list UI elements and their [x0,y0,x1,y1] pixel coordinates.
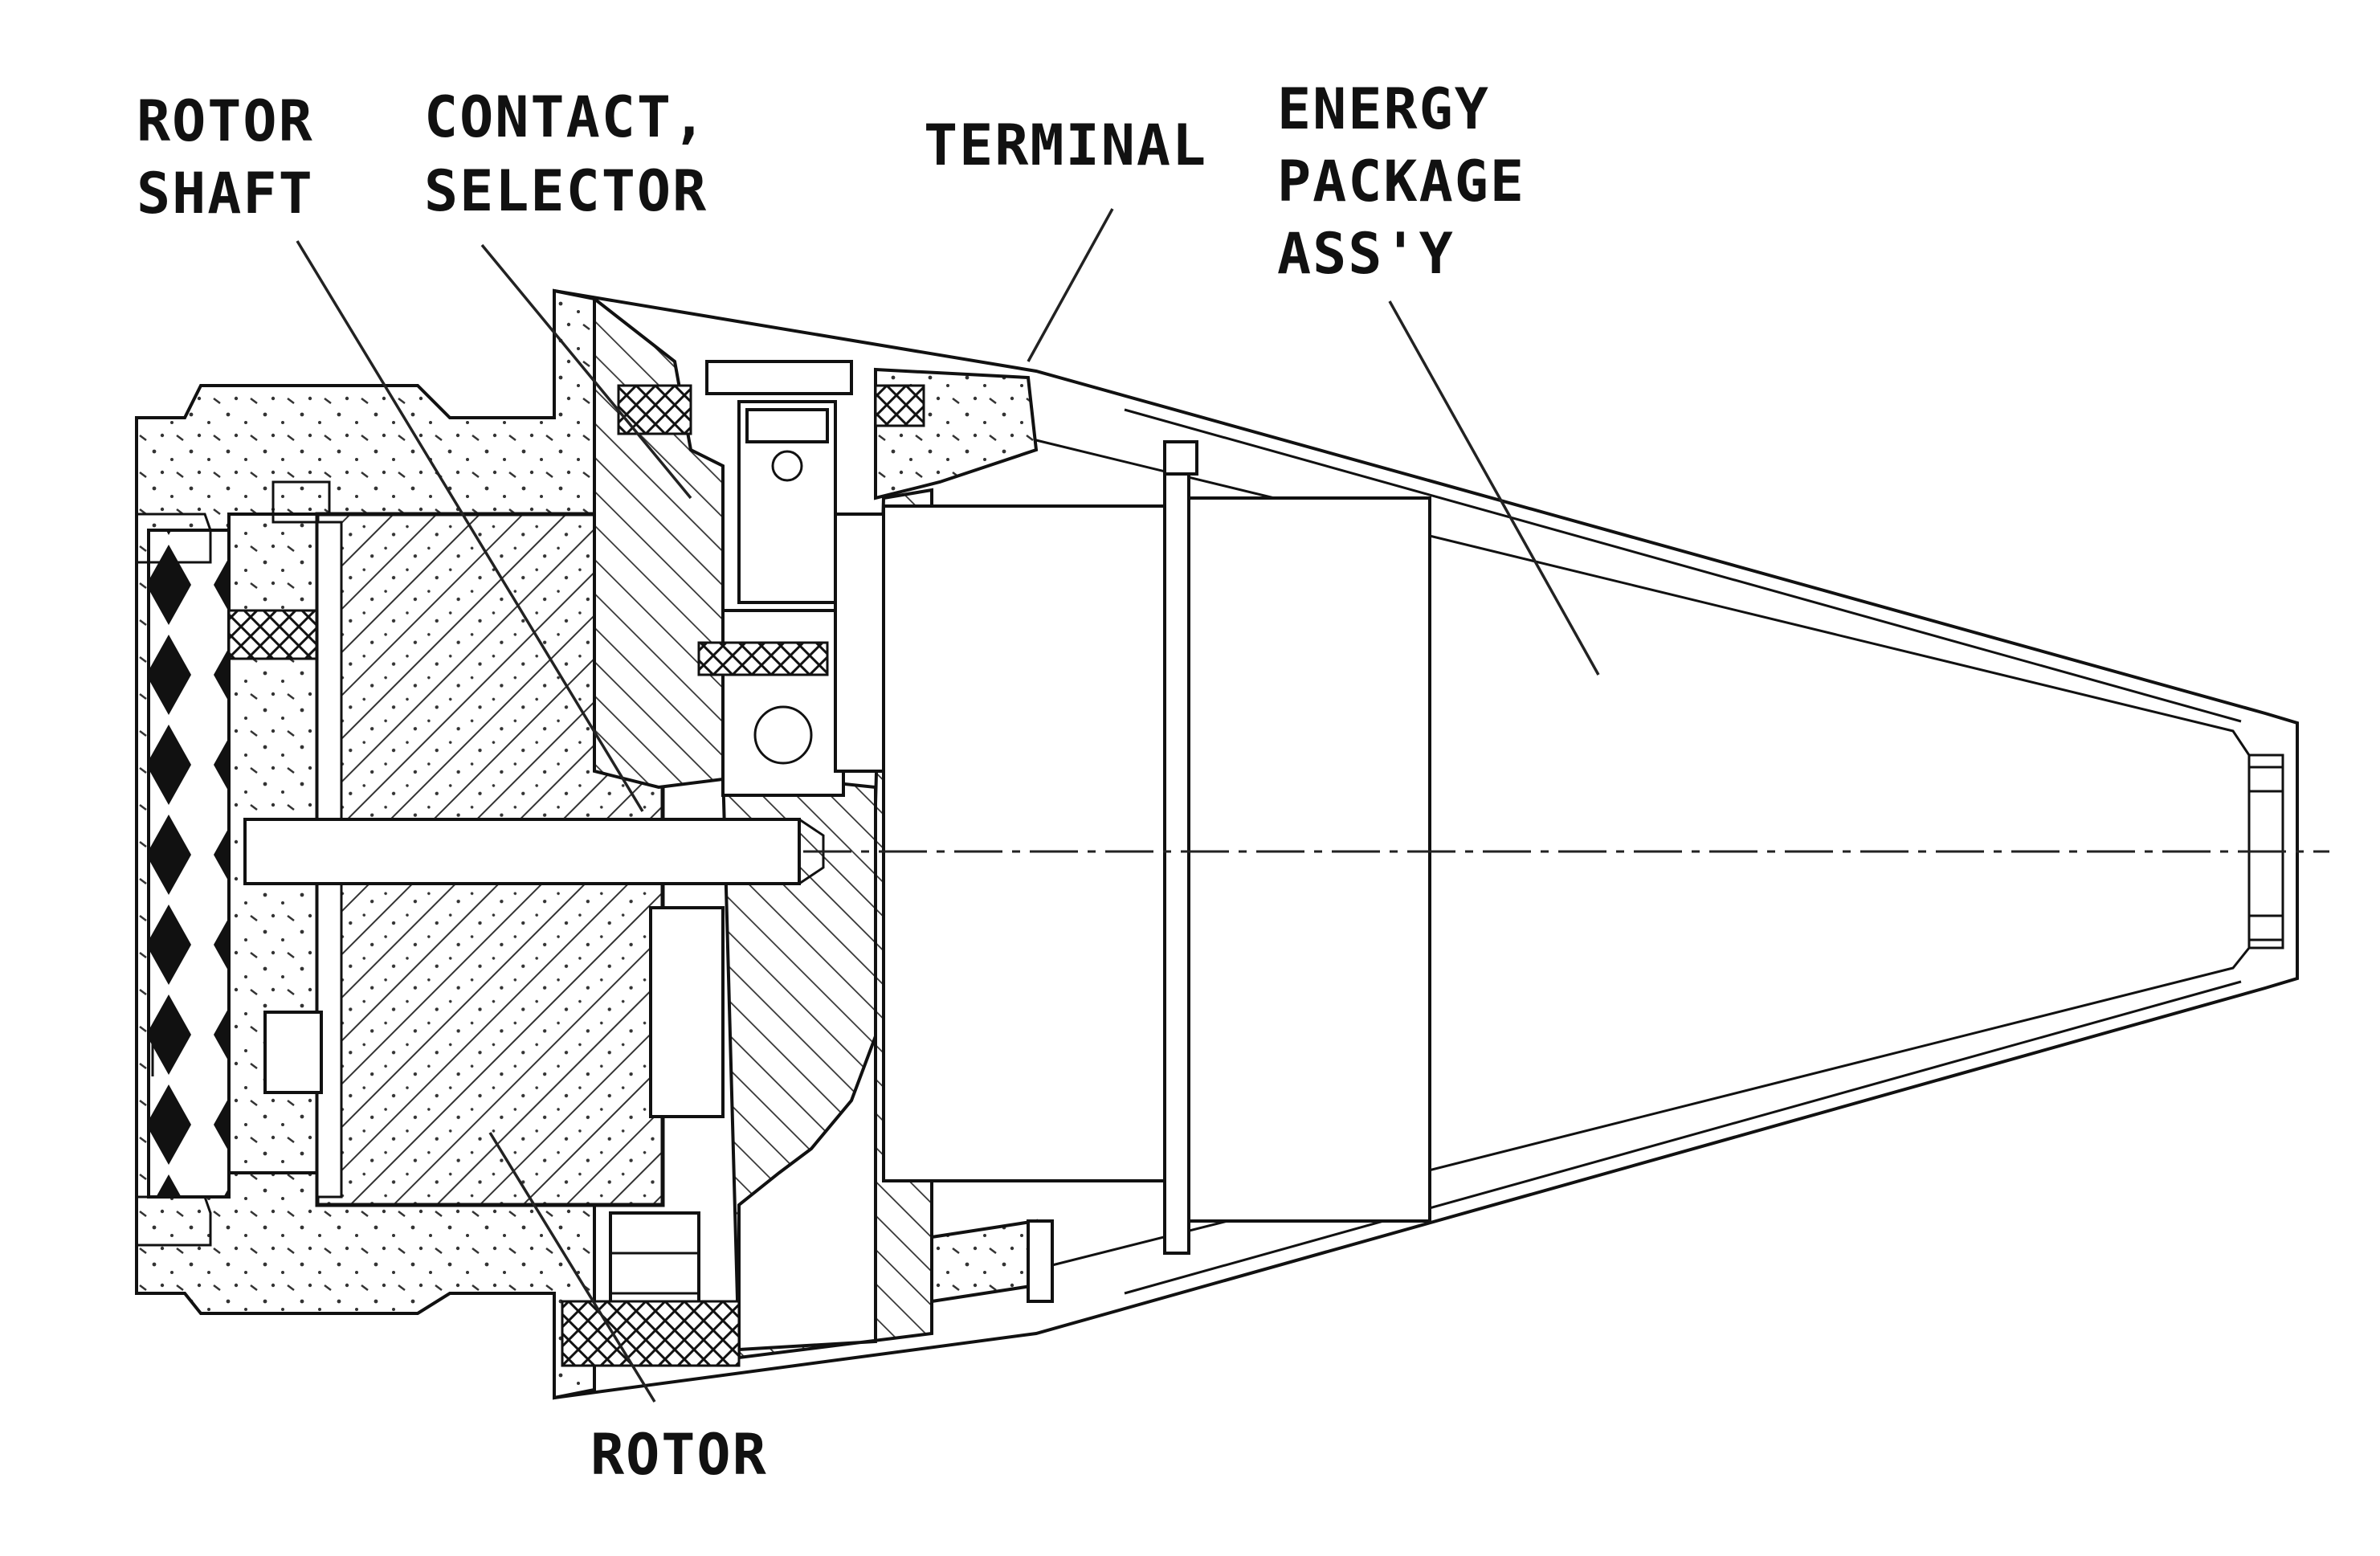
rotor-shaft [243,818,825,885]
leader-rotor [488,1132,656,1403]
leader-contact-selector [480,243,692,500]
label-energy-package-line3: ASS'Y [1277,221,1455,287]
label-terminal: TERMINAL [924,112,1207,178]
selector-assembly [617,360,925,797]
label-rotor: ROTOR [590,1422,768,1488]
energy-package [882,440,1431,1255]
label-contact-selector-line1: CONTACT, [424,84,708,150]
label-rotor-shaft-line2: SHAFT [137,161,314,227]
leader-lines [296,208,1600,1403]
label-rotor-shaft-line1: ROTOR [137,88,314,154]
leader-terminal [1027,208,1114,362]
leader-energy-package [1388,300,1600,676]
rotor-part [561,906,741,1367]
leader-rotor-shaft [296,240,644,812]
label-contact-selector-line2: SELECTOR [424,158,708,224]
label-energy-package-line1: ENERGY [1277,76,1490,142]
label-energy-package-line2: PACKAGE [1277,149,1525,214]
